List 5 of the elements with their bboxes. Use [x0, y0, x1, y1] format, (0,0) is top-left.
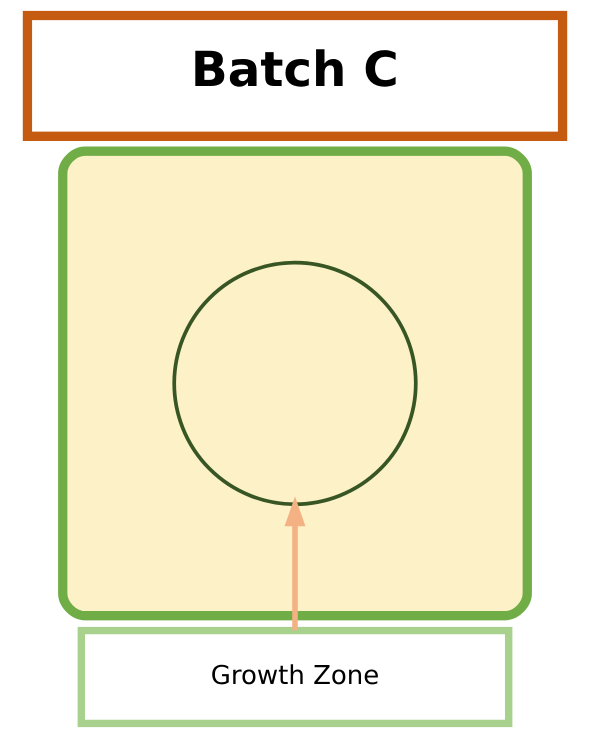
- node-circle: [172, 260, 418, 506]
- node-box: Batch C: [22, 10, 568, 141]
- node-box: Growth Zone: [78, 626, 512, 728]
- cluster: [58, 146, 532, 620]
- arrow: [284, 496, 306, 630]
